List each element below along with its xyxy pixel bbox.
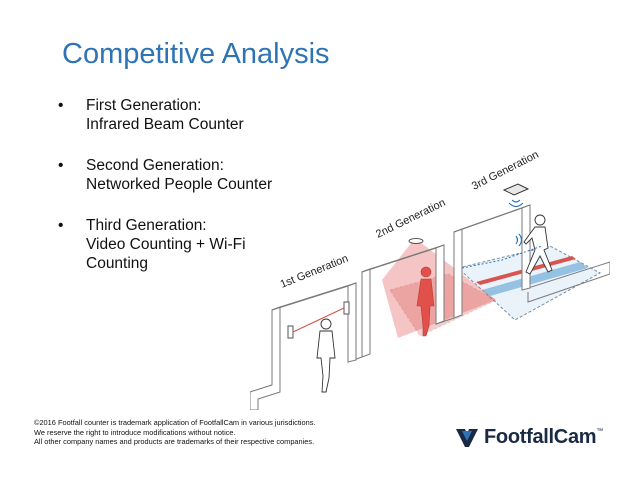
gen3-person-icon [523,214,553,275]
gen3-label: 3rd Generation [470,149,541,193]
bullet-item: • Third Generation: Video Counting + Wi-… [58,216,298,273]
gen1-label: 1st Generation [279,253,350,291]
gen3-wall-left [453,228,463,319]
gen3-phone-signal-icon [515,235,519,245]
gen2-wall-right [435,244,445,325]
bullet-line: Third Generation: [86,217,207,234]
gen1-wall-right [347,282,357,363]
slide-title: Competitive Analysis [62,38,330,70]
logo-trademark: ™ [596,428,604,435]
gen3-wifi-wave [508,202,524,208]
gen1-infrared-beam [292,307,345,333]
footfallcam-logo: FootfallCam ™ [456,426,603,449]
gen3-camera-device-icon [502,183,530,196]
gen1-sensor-left-icon [287,325,294,339]
footer-line: ©2016 Footfall counter is trademark appl… [34,418,316,427]
footfallcam-logo-icon [456,428,478,447]
gen3-floor-strip-blue [482,262,588,296]
gen2-wall-left [361,268,371,358]
bullet-line: Infrared Beam Counter [86,116,244,133]
bullet-line: Networked People Counter [86,176,273,193]
gen3-wifi-icon [511,199,521,203]
bullet-marker: • [58,157,64,174]
gen3-wall-right [521,204,531,291]
footer-disclaimer: ©2016 Footfall counter is trademark appl… [34,418,316,447]
gen3-phone-signal-wave [518,233,523,247]
bullet-list: • First Generation: Infrared Beam Counte… [58,96,298,295]
gen1-sensor-right-icon [343,301,350,315]
bullet-line: Counting [86,255,149,272]
bullet-line: Video Counting + Wi-Fi [86,236,246,253]
bullet-item: • First Generation: Infrared Beam Counte… [58,96,298,134]
bullet-line: Second Generation: [86,157,224,174]
logo-text: FootfallCam [484,426,597,448]
gen2-label: 2nd Generation [374,197,447,241]
footer-line: All other company names and products are… [34,437,315,447]
gen2-person-icon [416,266,435,337]
gen3-door-top [453,204,531,233]
bullet-marker: • [58,97,64,114]
bullet-line: First Generation: [86,97,202,114]
gen1-wall-left [250,306,281,410]
bullet-item: • Second Generation: Networked People Co… [58,156,298,194]
gen3-tracking-path [461,245,543,269]
gen1-person-icon [316,318,336,393]
gen2-camera-icon [408,238,424,244]
people-counter-generations-diagram: 1st Generation 2nd Generation 3rd Genera… [250,149,610,410]
footer-line: We reserve the right to introduce modifi… [34,427,236,437]
bullet-marker: • [58,217,64,234]
